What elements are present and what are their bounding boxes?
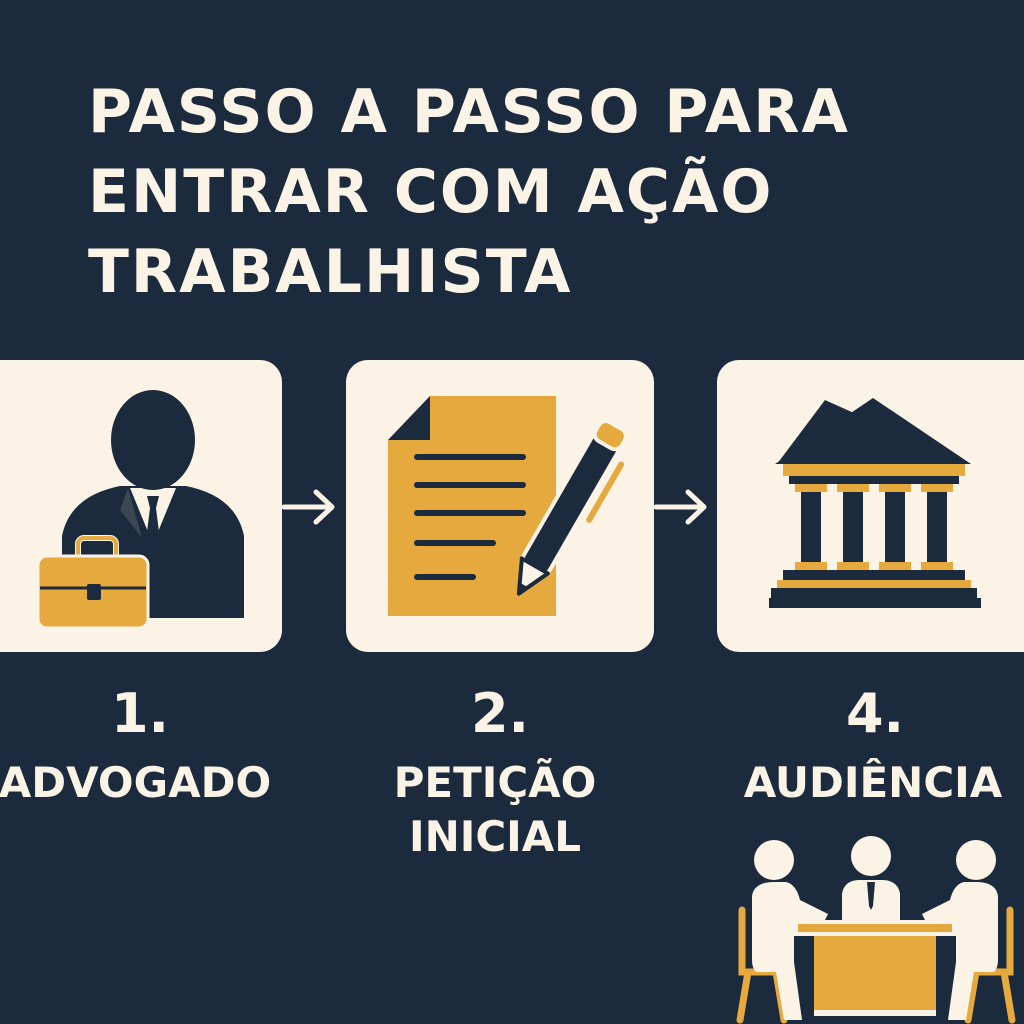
step-3-label: AUDIÊNCIA — [718, 756, 1024, 810]
document-and-pen-icon — [388, 396, 628, 616]
step-2-number: 2. — [470, 682, 530, 745]
step-2-label-line-1: PETIÇÃO — [393, 758, 597, 807]
page-title: PASSO A PASSO PARA ENTRAR COM AÇÃO TRABA… — [88, 72, 988, 312]
step-1-number: 1. — [110, 682, 170, 745]
step-1-label: ADVOGADO — [0, 756, 290, 810]
step-3-card — [717, 360, 1024, 652]
step-1-label-text: ADVOGADO — [0, 758, 272, 807]
title-line-3: TRABALHISTA — [88, 237, 573, 307]
step-2-label-line-2: INICIAL — [408, 812, 582, 861]
step-3-number: 4. — [845, 682, 905, 745]
step-2-label: PETIÇÃO INICIAL — [370, 756, 620, 864]
step-3-label-text: AUDIÊNCIA — [743, 758, 1003, 807]
step-1-card — [0, 360, 282, 652]
title-line-2: ENTRAR COM AÇÃO — [88, 157, 774, 227]
lawyer-with-briefcase-icon — [36, 390, 244, 630]
step-2-card — [346, 360, 654, 652]
arrow-right-icon — [654, 489, 707, 525]
hearing-meeting-icon — [736, 836, 1016, 1024]
arrow-right-icon — [282, 489, 335, 525]
title-line-1: PASSO A PASSO PARA — [88, 77, 850, 147]
courthouse-icon — [769, 398, 981, 608]
